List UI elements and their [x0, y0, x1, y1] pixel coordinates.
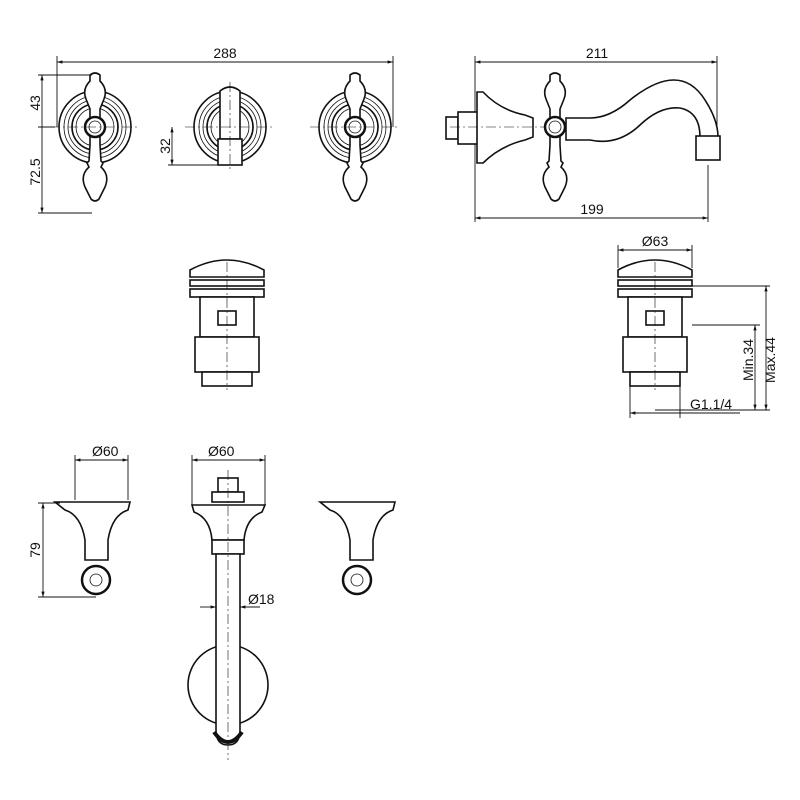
dim-body-diameter-mid: Ø60 [208, 443, 235, 459]
dim-handle-bottom: 72.5 [27, 158, 43, 185]
dim-side-total: 211 [586, 45, 609, 61]
dim-pipe-diameter: Ø18 [248, 591, 275, 607]
drain-left [189, 259, 265, 390]
dim-side-projection: 199 [580, 201, 604, 217]
dim-spout-height: 32 [157, 138, 173, 154]
side-view: 211 199 [445, 45, 721, 222]
left-handle [50, 71, 140, 203]
dim-body-height: 79 [27, 542, 43, 558]
dim-drain-thread: G1.1/4 [690, 396, 732, 412]
dim-drain-min: Min.34 [740, 339, 756, 381]
front-view: 288 43 72.5 32 [27, 45, 400, 214]
dim-handle-top: 43 [27, 95, 43, 111]
dim-body-diameter-left: Ø60 [92, 443, 119, 459]
valve-body-right [317, 501, 397, 596]
right-handle [310, 71, 400, 203]
drain-dimensions: Ø63 Min.34 Max.44 G1.1/4 [617, 233, 778, 418]
dim-overall-width: 288 [213, 45, 237, 61]
dim-drain-max: Max.44 [762, 337, 778, 383]
dim-drain-diameter: Ø63 [642, 233, 669, 249]
spout-front [185, 82, 275, 172]
drain-right [617, 259, 693, 390]
spout-body-middle: Ø60 Ø18 [187, 443, 275, 760]
valve-body-left: Ø60 79 [27, 443, 132, 598]
